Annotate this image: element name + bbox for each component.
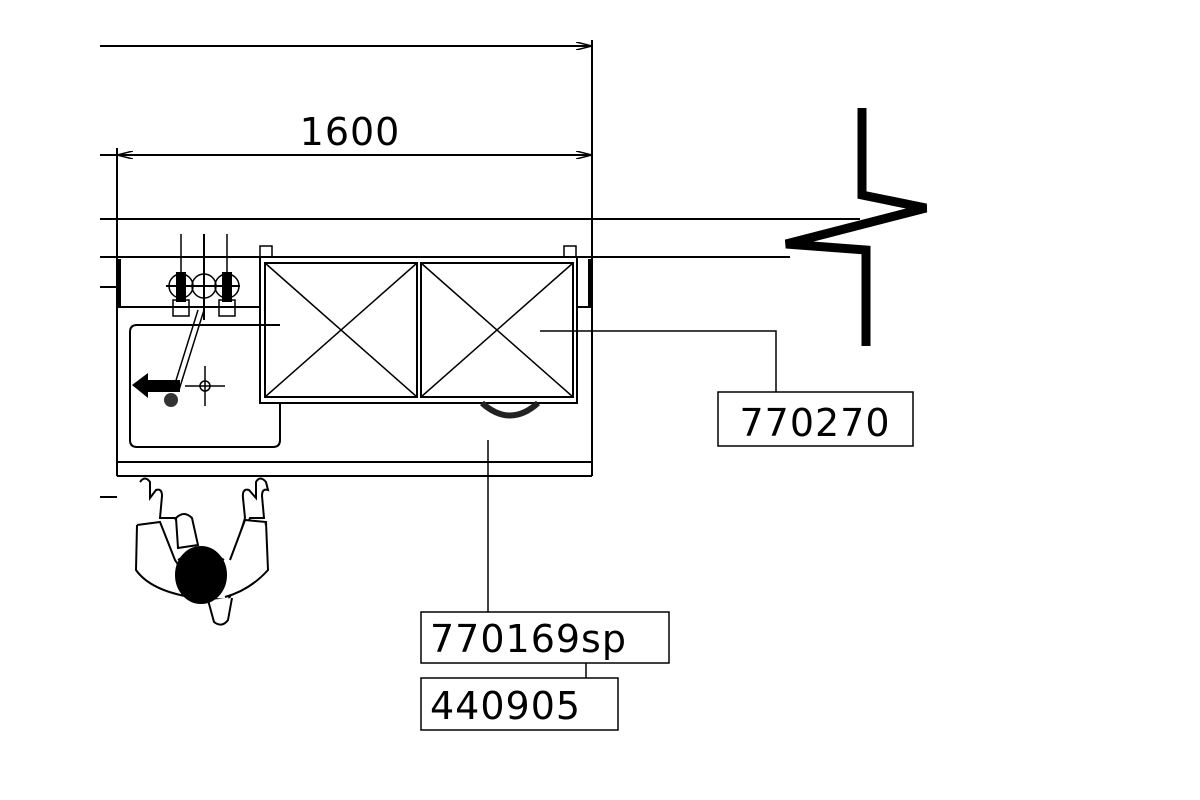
- width-dimension-label: 1600: [300, 110, 401, 154]
- tag-box-770169sp: [420, 611, 670, 664]
- tag-770169sp: 770169sp: [430, 617, 627, 661]
- sink-basin: [129, 324, 281, 448]
- tag-440905: 440905: [430, 684, 581, 728]
- break-line-symbol: [784, 108, 928, 346]
- faucet-icon: [132, 234, 240, 407]
- leader-770270: [540, 330, 777, 392]
- person-icon: [134, 477, 270, 626]
- tag-box-770270: [717, 391, 914, 447]
- tag-770270: 770270: [739, 401, 890, 445]
- wall-lines: [100, 218, 860, 498]
- door-handle-icon: [480, 400, 540, 419]
- tag-box-440905: [420, 677, 619, 731]
- unit-770270: [259, 245, 578, 419]
